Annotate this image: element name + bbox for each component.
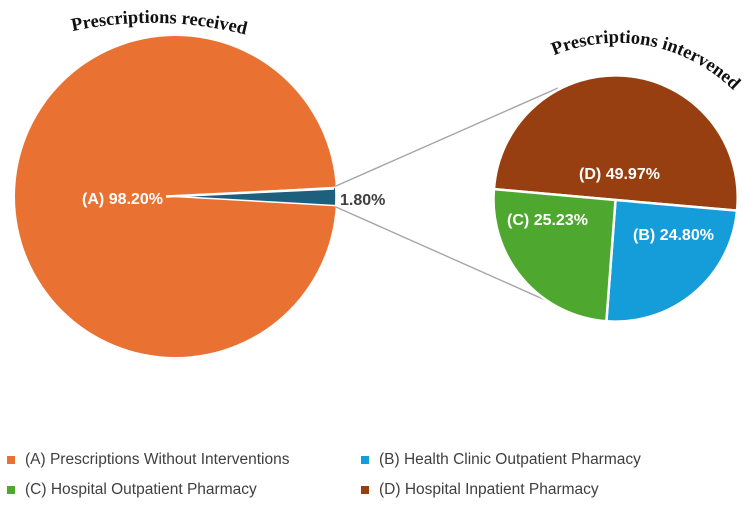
slice-c-data-label: (C) 25.23%: [507, 212, 588, 229]
label-leader-line: [165, 187, 335, 198]
connector-line-bottom: [335, 206, 553, 304]
legend-swatch-orange: [7, 456, 15, 464]
legend-item-c: (C) Hospital Outpatient Pharmacy: [7, 481, 257, 499]
slice-a-data-label: (A) 98.20%: [82, 191, 163, 208]
pie-slice-b: [605, 198, 739, 323]
legend-item-b: (B) Health Clinic Outpatient Pharmacy: [361, 451, 641, 469]
connector-line-top: [335, 87, 559, 187]
legend-item-a: (A) Prescriptions Without Interventions: [7, 451, 289, 469]
pie-slice-other: [174, 186, 337, 207]
legend-label: (A) Prescriptions Without Interventions: [25, 451, 290, 468]
other-slice-data-label: 1.80%: [340, 192, 385, 209]
pie-slice-c: [492, 187, 617, 323]
chart-canvas: (A) 98.20% 1.80% (D) 49.97% (C) 25.23% (…: [15, 8, 744, 357]
left-pie-title: Prescriptions received: [70, 8, 250, 40]
legend-label: (C) Hospital Outpatient Pharmacy: [25, 481, 257, 498]
legend-swatch-green: [7, 486, 15, 494]
slice-d-data-label: (D) 49.97%: [579, 166, 660, 183]
legend-swatch-blue: [361, 456, 369, 464]
legend-item-d: (D) Hospital Inpatient Pharmacy: [361, 481, 599, 499]
legend-swatch-brown: [361, 486, 369, 494]
legend-label: (B) Health Clinic Outpatient Pharmacy: [379, 451, 641, 468]
pie-slice-d: [492, 74, 739, 212]
legend-label: (D) Hospital Inpatient Pharmacy: [379, 481, 599, 498]
slice-b-data-label: (B) 24.80%: [633, 227, 714, 244]
